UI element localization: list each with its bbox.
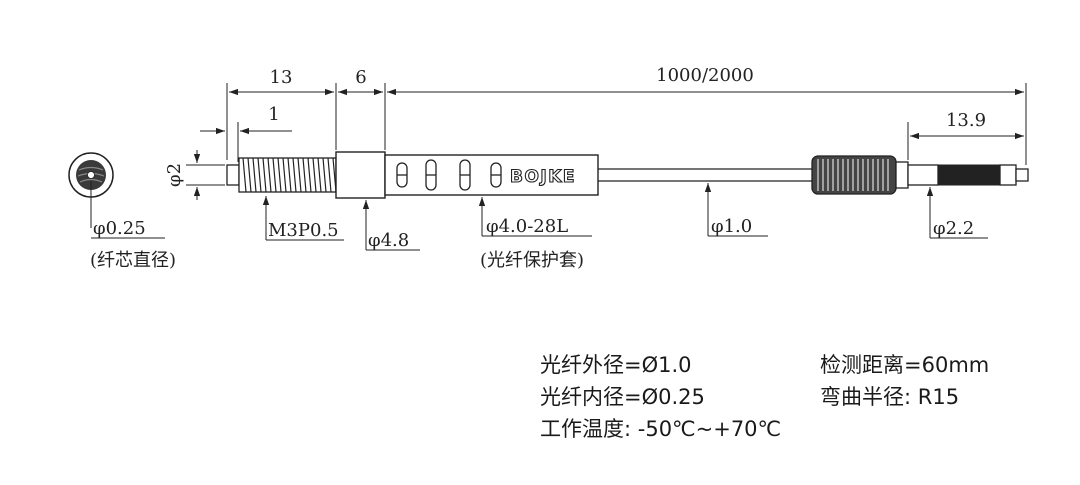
dim-thread-m3p0-5: M3P0.5 bbox=[268, 220, 339, 241]
dim-cable-length: 1000/2000 bbox=[656, 65, 754, 86]
dim-phi-2-2: φ2.2 bbox=[933, 218, 974, 239]
top-dimensions bbox=[186, 83, 1027, 200]
dim-6: 6 bbox=[355, 67, 366, 88]
dim-phi-4-8: φ4.8 bbox=[368, 230, 409, 251]
label-protective-sleeve: (光纤保护套) bbox=[480, 250, 584, 271]
dim-13: 13 bbox=[270, 67, 293, 88]
connector-nut bbox=[811, 155, 1029, 195]
dim-phi-2: φ2 bbox=[164, 163, 185, 187]
fiber-core-cross-section bbox=[68, 152, 114, 228]
label-core-diameter: (纤芯直径) bbox=[90, 250, 176, 271]
dim-1: 1 bbox=[268, 104, 279, 125]
protective-sleeve bbox=[384, 154, 599, 196]
spec-outer-diameter: 光纤外径=Ø1.0 bbox=[540, 353, 692, 377]
spec-inner-diameter: 光纤内径=Ø0.25 bbox=[540, 385, 705, 409]
body-block bbox=[335, 151, 386, 199]
threaded-tip bbox=[226, 157, 337, 193]
dim-13-9: 13.9 bbox=[946, 110, 986, 131]
spec-temperature: 工作温度: -50℃~+70℃ bbox=[540, 417, 782, 441]
dim-phi-0-25: φ0.25 bbox=[93, 218, 146, 239]
brand-logo: BOJKE bbox=[510, 167, 576, 187]
spec-bend-radius: 弯曲半径: R15 bbox=[820, 385, 960, 409]
dim-phi-1-0: φ1.0 bbox=[711, 216, 752, 237]
leader-lines bbox=[91, 183, 988, 251]
spec-detect-distance: 检测距离=60mm bbox=[820, 353, 990, 377]
fiber-cable bbox=[598, 168, 812, 182]
dim-phi-4-0-28l: φ4.0-28L bbox=[486, 216, 568, 237]
